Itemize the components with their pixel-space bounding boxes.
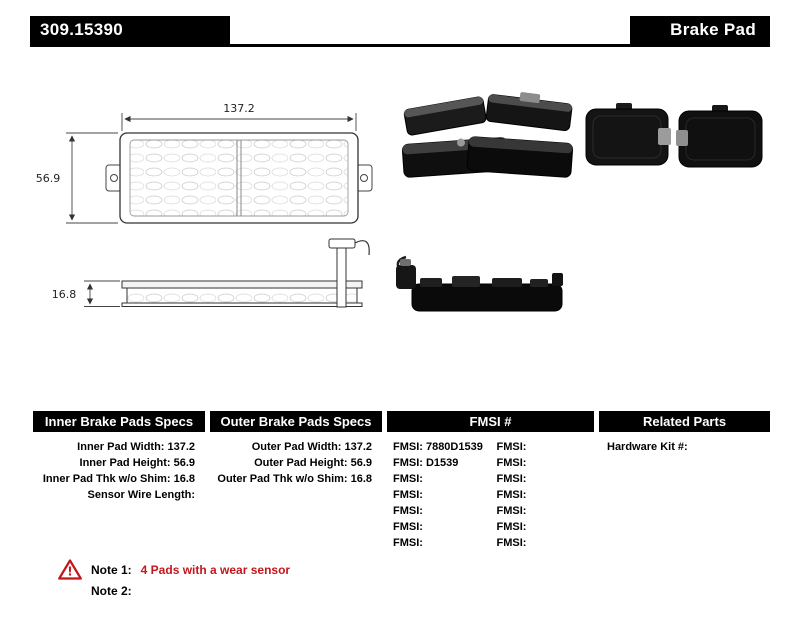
note-1: ! Note 1: 4 Pads with a wear sensor [58,559,800,580]
spec-row-outer-height: Outer Pad Height:56.9 [254,457,372,469]
fmsi-row: FMSI: [393,537,423,549]
spec-row-inner-height: Inner Pad Height:56.9 [79,457,195,469]
dim-thickness-label: 16.8 [52,288,77,301]
outer-specs-header: Outer Brake Pads Specs [210,411,382,432]
fmsi-row: FMSI: [496,505,527,517]
fmsi-row: FMSI:D1539 [393,457,459,469]
pad-front-view-drawing [105,132,373,224]
part-number-badge: 309.15390 [30,16,230,44]
note-2-label: Note 2: [91,584,132,598]
inner-specs-header: Inner Brake Pads Specs [33,411,205,432]
pad-photo-side [396,255,563,312]
fmsi-row: FMSI: [393,505,423,517]
note-2: Note 2: [91,584,800,598]
notes: ! Note 1: 4 Pads with a wear sensor Note… [58,559,800,598]
fmsi-row: FMSI: [393,473,423,485]
svg-text:!: ! [67,565,72,579]
fmsi-row: FMSI: [496,521,527,533]
fmsi-row: FMSI: [496,489,527,501]
spec-row-sensor-wire: Sensor Wire Length: [87,489,195,501]
pad-side-view-drawing [121,238,370,308]
dimension-thickness: 16.8 [52,280,120,307]
related-parts-header: Related Parts [599,411,770,432]
pads-photo-back [585,103,763,168]
fmsi-column: FMSI # FMSI:7880D1539 FMSI:D1539 FMSI: F… [387,411,594,551]
fmsi-header: FMSI # [387,411,594,432]
dimension-width: 137.2 [121,102,357,131]
dimension-height: 56.9 [36,132,118,224]
fmsi-row: FMSI: [496,537,527,549]
spec-row-outer-thk: Outer Pad Thk w/o Shim:16.8 [217,473,372,485]
note-1-label: Note 1: [91,562,132,577]
inner-specs-column: Inner Brake Pads Specs Inner Pad Width:1… [33,411,205,551]
spec-row-hardware-kit: Hardware Kit #: [607,441,688,453]
spec-row-inner-thk: Inner Pad Thk w/o Shim:16.8 [42,473,195,485]
technical-diagram: 137.2 56.9 [36,92,763,312]
diagram-area: 137.2 56.9 [0,53,800,403]
note-1-text: 4 Pads with a wear sensor [140,562,291,577]
fmsi-row: FMSI:7880D1539 [393,441,483,453]
fmsi-row: FMSI: [393,489,423,501]
header: 309.15390 Brake Pad [30,16,770,47]
related-parts-column: Related Parts Hardware Kit #: [599,411,770,551]
spec-row-outer-width: Outer Pad Width:137.2 [251,441,372,453]
product-type-badge: Brake Pad [630,16,770,44]
outer-specs-column: Outer Brake Pads Specs Outer Pad Width:1… [210,411,382,551]
product-type: Brake Pad [670,20,756,39]
pads-photo-angled [401,92,574,178]
fmsi-row: FMSI: [496,473,527,485]
fmsi-row: FMSI: [496,441,527,453]
spec-row-inner-width: Inner Pad Width:137.2 [77,441,195,453]
fmsi-row: FMSI: [496,457,527,469]
fmsi-left-list: FMSI:7880D1539 FMSI:D1539 FMSI: FMSI: FM… [387,439,491,551]
specs-table: Inner Brake Pads Specs Inner Pad Width:1… [0,411,800,551]
fmsi-right-list: FMSI: FMSI: FMSI: FMSI: FMSI: FMSI: FMSI… [491,439,595,551]
dim-width-label: 137.2 [223,102,255,115]
dim-height-label: 56.9 [36,172,61,185]
fmsi-row: FMSI: [393,521,423,533]
warning-icon: ! [58,559,82,580]
part-number: 309.15390 [40,20,124,39]
